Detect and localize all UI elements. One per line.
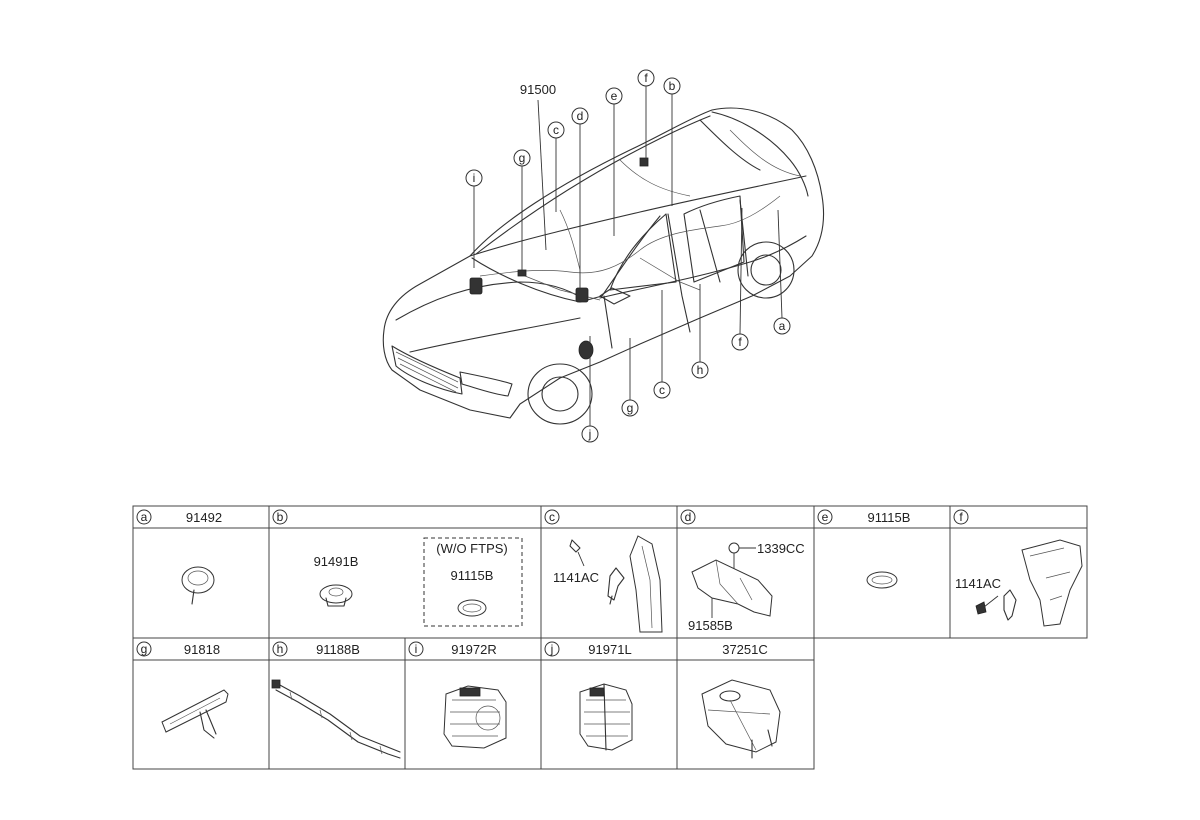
bracket-f-image	[975, 539, 1083, 627]
cell-c-side-part: 1141AC	[553, 570, 599, 585]
cell-b: b 91491B (W/O FTPS) 91115B	[272, 509, 523, 627]
cell-h-part: 91188B	[316, 642, 360, 657]
parts-table	[132, 505, 1088, 770]
cell-i: i 91972R	[408, 641, 507, 749]
cell-j-letter: j	[550, 642, 554, 656]
cell-d-bottom-part: 91585B	[688, 618, 733, 633]
cell-e-part: 91115B	[868, 510, 911, 525]
cell-j-part: 91971L	[588, 642, 631, 657]
grommet-flanged-image	[319, 584, 353, 607]
cell-d: d 1339CC 91585B	[680, 509, 805, 633]
callout-f-bottom: f	[738, 335, 742, 349]
cell-h: h 91188B	[271, 641, 401, 759]
cell-b-note: (W/O FTPS)	[436, 541, 508, 556]
cell-f-letter: f	[959, 510, 963, 524]
main-part-number: 91500	[520, 82, 556, 97]
cell-g: g 91818	[136, 641, 229, 739]
cell-d-letter: d	[685, 510, 692, 524]
washer-e-image	[866, 571, 898, 589]
callout-i: i	[473, 171, 476, 185]
connector-i-image	[443, 685, 507, 749]
without-ftps-box	[423, 537, 523, 627]
cell-a: a 91492	[136, 509, 222, 605]
cell-g-letter: g	[141, 642, 148, 656]
cell-b-right-part: 91115B	[451, 568, 494, 583]
bracket-pillar-image	[569, 535, 663, 633]
washer-image	[457, 599, 487, 617]
cell-c-letter: c	[549, 510, 555, 524]
cell-f: f 1141AC	[953, 509, 1083, 627]
cover-image	[701, 679, 781, 759]
cell-j: j 91971L	[544, 641, 633, 751]
callout-d: d	[577, 109, 584, 123]
cell-h-letter: h	[277, 642, 284, 656]
cell-k-part: 37251C	[722, 642, 768, 657]
grommet-part-image	[181, 566, 215, 605]
cell-b-letter: b	[277, 510, 284, 524]
callout-g-bottom: g	[627, 401, 634, 415]
callout-e: e	[611, 89, 618, 103]
cell-b-left-part: 91491B	[314, 554, 359, 569]
bracket-g-image	[161, 689, 229, 739]
harness-h-image	[271, 679, 401, 759]
cell-i-letter: i	[415, 642, 418, 656]
cell-k: 37251C	[701, 642, 781, 759]
car-illustration	[382, 107, 825, 425]
callout-g-top: g	[519, 151, 526, 165]
callout-c-top: c	[553, 123, 559, 137]
callout-f-top: f	[644, 71, 648, 85]
cell-c: c 1141AC	[544, 509, 663, 633]
bracket-d-image	[691, 542, 773, 618]
callout-b: b	[669, 79, 676, 93]
callouts: i g c d e f b a f h	[465, 69, 791, 443]
cell-a-letter: a	[141, 510, 148, 524]
callout-j: j	[588, 427, 592, 441]
cell-f-side-part: 1141AC	[955, 576, 1001, 591]
cell-d-top-part: 1339CC	[757, 541, 805, 556]
cell-e: e 91115B	[817, 509, 911, 589]
connector-j-image	[579, 683, 633, 751]
cell-g-part: 91818	[184, 642, 220, 657]
callout-a: a	[779, 319, 786, 333]
cell-e-letter: e	[822, 510, 829, 524]
cell-i-part: 91972R	[451, 642, 497, 657]
cell-a-part: 91492	[186, 510, 222, 525]
callout-c-bottom: c	[659, 383, 665, 397]
callout-h: h	[697, 363, 704, 377]
